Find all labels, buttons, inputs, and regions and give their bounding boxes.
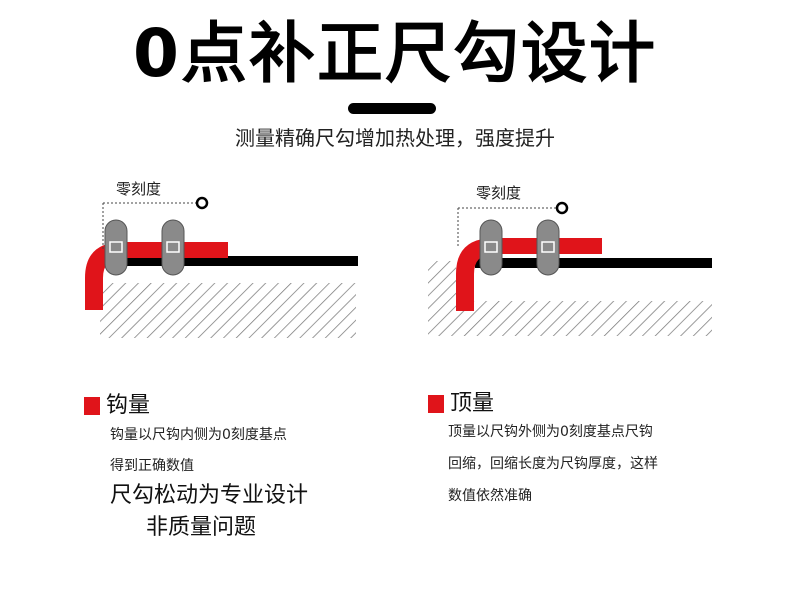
tape-hook (456, 238, 602, 311)
push-measure-diagram: 零刻度 (420, 176, 720, 346)
hook-desc-line-2: 得到正确数值 (110, 458, 194, 474)
rivet-1 (479, 219, 503, 276)
zero-point-marker (195, 196, 209, 210)
rivet-2 (536, 219, 560, 276)
wall-hatch (428, 261, 456, 336)
rivet-1 (104, 219, 128, 276)
push-measure-heading-text: 顶量 (450, 391, 495, 416)
rivet-1-slot (109, 241, 123, 253)
push-measure-svg (428, 201, 712, 336)
rivet-1-slot (484, 241, 498, 253)
hook-measure-heading: 钩量 (84, 393, 150, 419)
page-title: 0点补正尺勾设计 (133, 15, 657, 92)
hook-measure-heading-text: 钩量 (106, 393, 151, 418)
rivet-2-slot (166, 241, 180, 253)
zero-scale-label: 零刻度 (476, 184, 522, 202)
push-desc-line-1: 顶量以尺钩外侧为0刻度基点尺钩 (448, 424, 653, 440)
hook-desc-line-1: 钩量以尺钩内侧为0刻度基点 (110, 427, 287, 443)
push-desc-line-3: 数值依然准确 (448, 488, 532, 504)
push-measure-heading: 顶量 (428, 391, 494, 417)
rivet-2-slot (541, 241, 555, 253)
red-bullet-icon (84, 397, 100, 415)
hook-measure-diagram: 零刻度 (60, 170, 370, 350)
rivet-2 (161, 219, 185, 276)
red-bullet-icon (428, 395, 444, 413)
surface-hatch (100, 283, 356, 338)
tape-blade (475, 258, 712, 268)
page-subtitle: 测量精确尺勾增加热处理，强度提升 (235, 126, 555, 150)
tape-blade (105, 256, 358, 266)
hook-desc-line-4: 非质量问题 (146, 515, 257, 540)
hook-measure-svg (85, 196, 358, 338)
tape-hook (85, 242, 228, 310)
push-desc-line-2: 回缩，回缩长度为尺钩厚度，这样 (448, 456, 658, 472)
zero-scale-label: 零刻度 (116, 180, 162, 198)
title-underline (348, 103, 436, 114)
surface-hatch (456, 301, 712, 336)
zero-point-marker (555, 201, 569, 215)
hook-desc-line-3: 尺勾松动为专业设计 (110, 483, 309, 508)
